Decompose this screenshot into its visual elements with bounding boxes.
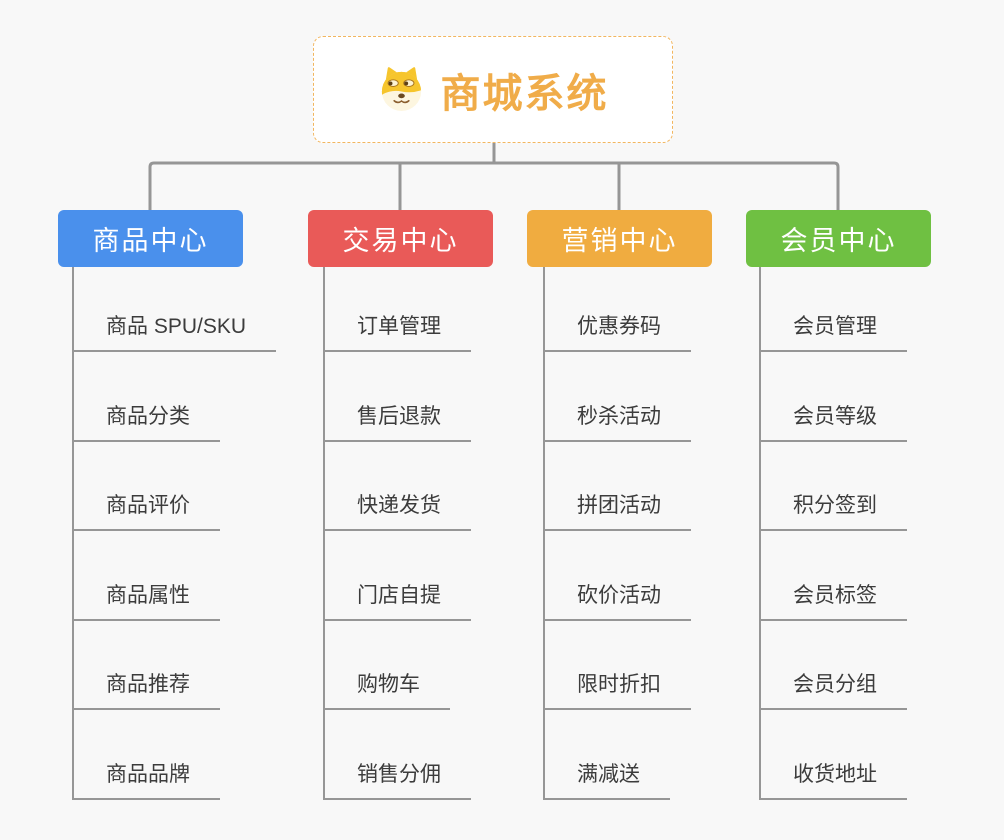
- leaf-node[interactable]: 优惠券码: [545, 267, 773, 352]
- connector-bus: [148, 161, 840, 210]
- doge-face-icon: [381, 67, 421, 112]
- branch-header-marketing-center[interactable]: 营销中心: [527, 210, 712, 267]
- leaf-node[interactable]: 收货地址: [761, 710, 989, 800]
- leaf-node[interactable]: 商品属性: [74, 531, 302, 621]
- branch-title: 会员中心: [780, 226, 897, 256]
- root-node-mall-system[interactable]: 商城系统: [313, 36, 673, 143]
- leaf-label: 销售分佣: [325, 758, 471, 800]
- leaf-label: 会员等级: [761, 400, 907, 442]
- leaf-node[interactable]: 积分签到: [761, 442, 989, 532]
- branch-header-member-center[interactable]: 会员中心: [746, 210, 931, 267]
- leaf-label: 秒杀活动: [545, 400, 691, 442]
- leaf-node[interactable]: 商品推荐: [74, 621, 302, 711]
- leaf-node[interactable]: 商品评价: [74, 442, 302, 532]
- leaf-label: 门店自提: [325, 579, 471, 621]
- leaf-node[interactable]: 会员标签: [761, 531, 989, 621]
- leaf-node[interactable]: 售后退款: [325, 352, 553, 442]
- leaf-column-marketing-center: 优惠券码 秒杀活动 拼团活动 砍价活动 限时折扣 满减送: [543, 267, 773, 800]
- leaf-node[interactable]: 订单管理: [325, 267, 553, 352]
- branch-title: 商品中心: [92, 226, 209, 256]
- leaf-column-trade-center: 订单管理 售后退款 快递发货 门店自提 购物车 销售分佣: [323, 267, 553, 800]
- leaf-label: 商品品牌: [74, 758, 220, 800]
- leaf-node[interactable]: 拼团活动: [545, 442, 773, 532]
- leaf-label: 商品评价: [74, 489, 220, 532]
- leaf-column-product-center: 商品 SPU/SKU 商品分类 商品评价 商品属性 商品推荐 商品品牌: [72, 267, 302, 800]
- leaf-node[interactable]: 秒杀活动: [545, 352, 773, 442]
- leaf-label: 商品推荐: [74, 668, 220, 711]
- leaf-label: 拼团活动: [545, 489, 691, 532]
- leaf-label: 商品 SPU/SKU: [74, 310, 277, 352]
- leaf-label: 会员管理: [761, 310, 907, 352]
- leaf-node[interactable]: 销售分佣: [325, 710, 553, 800]
- leaf-label: 会员分组: [761, 668, 907, 711]
- branch-title: 交易中心: [342, 226, 459, 256]
- leaf-label: 限时折扣: [545, 668, 691, 711]
- leaf-label: 商品分类: [74, 400, 220, 442]
- leaf-node[interactable]: 限时折扣: [545, 621, 773, 711]
- leaf-label: 积分签到: [761, 489, 907, 532]
- leaf-node[interactable]: 会员等级: [761, 352, 989, 442]
- leaf-label: 订单管理: [325, 310, 471, 352]
- leaf-node[interactable]: 购物车: [325, 621, 553, 711]
- leaf-node[interactable]: 门店自提: [325, 531, 553, 621]
- branch-header-trade-center[interactable]: 交易中心: [308, 210, 493, 267]
- leaf-column-member-center: 会员管理 会员等级 积分签到 会员标签 会员分组 收货地址: [759, 267, 989, 800]
- leaf-label: 售后退款: [325, 400, 471, 442]
- leaf-label: 优惠券码: [545, 310, 691, 352]
- leaf-label: 收货地址: [761, 758, 907, 800]
- root-title: 商城系统: [440, 71, 609, 116]
- leaf-label: 商品属性: [74, 579, 220, 621]
- leaf-node[interactable]: 会员分组: [761, 621, 989, 711]
- leaf-node[interactable]: 快递发货: [325, 442, 553, 532]
- branch-header-product-center[interactable]: 商品中心: [58, 210, 243, 267]
- leaf-label: 砍价活动: [545, 579, 691, 621]
- leaf-label: 满减送: [545, 758, 670, 800]
- leaf-node[interactable]: 会员管理: [761, 267, 989, 352]
- leaf-node[interactable]: 商品分类: [74, 352, 302, 442]
- leaf-node[interactable]: 满减送: [545, 710, 773, 800]
- leaf-label: 会员标签: [761, 579, 907, 621]
- leaf-node[interactable]: 商品 SPU/SKU: [74, 267, 302, 352]
- leaf-node[interactable]: 商品品牌: [74, 710, 302, 800]
- leaf-node[interactable]: 砍价活动: [545, 531, 773, 621]
- branch-title: 营销中心: [561, 226, 678, 256]
- leaf-label: 快递发货: [325, 489, 471, 532]
- leaf-label: 购物车: [325, 668, 450, 711]
